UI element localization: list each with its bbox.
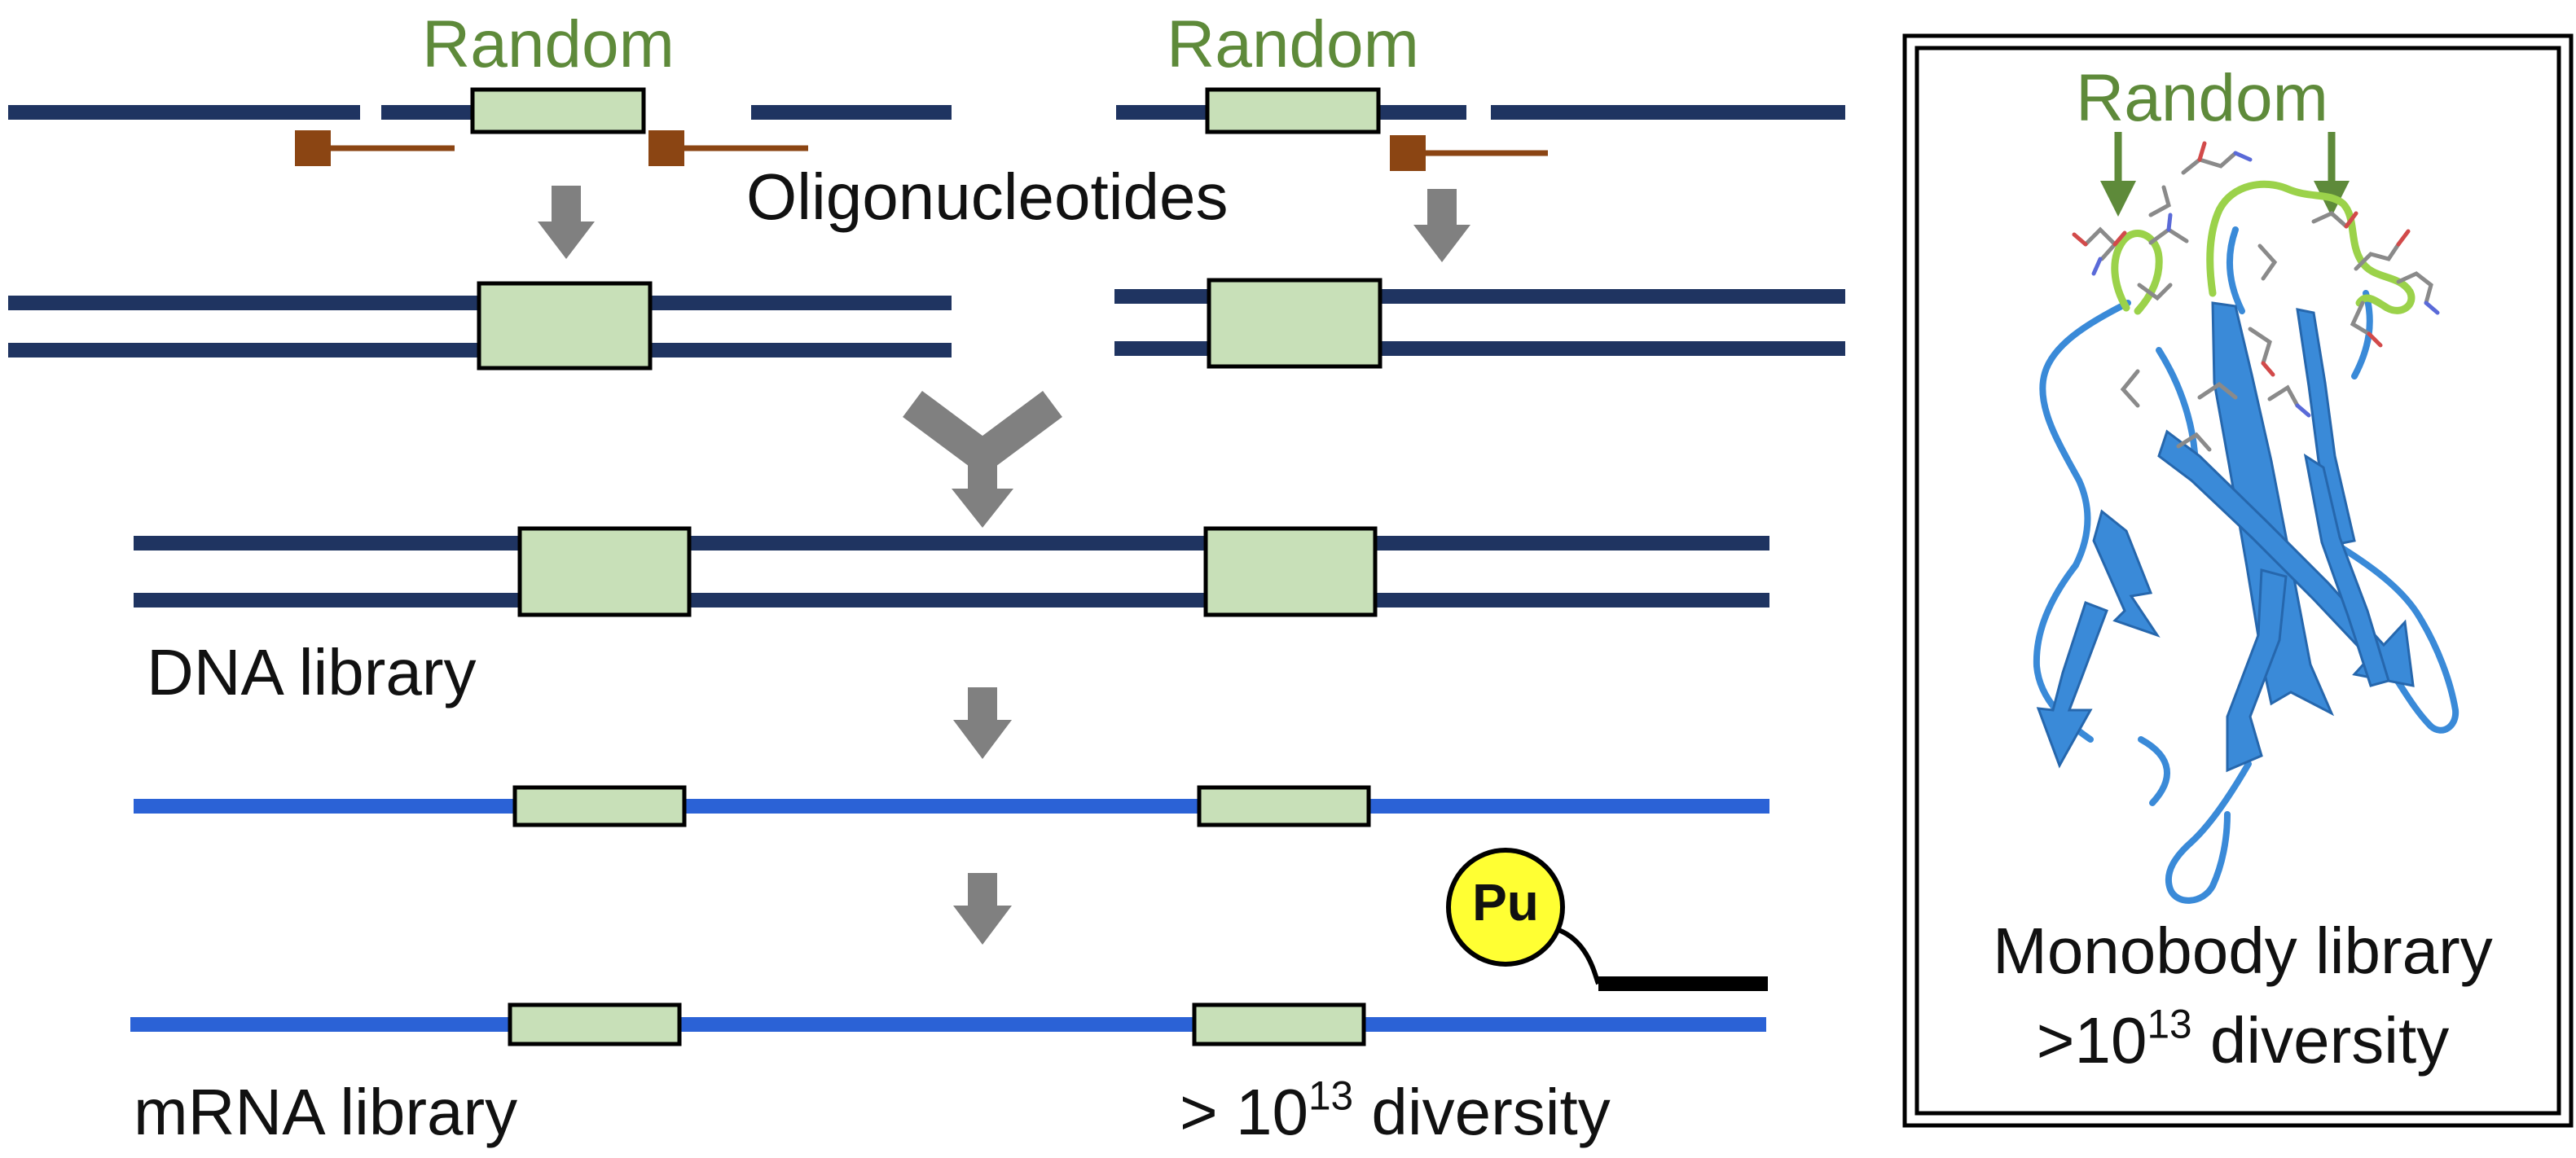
- left-double-strand: [8, 281, 952, 371]
- monobody-diversity-label: >1013 diversity: [1937, 1003, 2548, 1073]
- random-region-box: [1207, 278, 1383, 369]
- random-region-box: [1205, 87, 1381, 134]
- mrna-library-label: mRNA library: [134, 1076, 518, 1148]
- monobody-library-label: Monobody library: [1993, 915, 2493, 987]
- dna-library-label: DNA library: [147, 636, 477, 708]
- monobody-ribbon-structure: [2033, 141, 2460, 904]
- random-region-box: [470, 87, 646, 134]
- random-region-box: [1203, 526, 1378, 617]
- random-label-right: Random: [1167, 7, 1419, 81]
- down-arrow-icon: [953, 687, 1012, 759]
- puromycin-label: Pu: [1472, 873, 1539, 932]
- top-left-fragments: [8, 87, 952, 166]
- mrna-diversity-suffix: diversity: [1353, 1076, 1611, 1148]
- oligonucleotides-label: Oligonucleotides: [746, 160, 1229, 233]
- random-region-box: [508, 1002, 682, 1046]
- monobody-diversity-suffix: diversity: [2191, 1004, 2450, 1077]
- right-double-strand: [1114, 278, 1845, 369]
- random-label-panel: Random: [2076, 61, 2328, 135]
- puromycin-linker: [1547, 924, 1768, 991]
- random-region-box: [1197, 785, 1371, 827]
- dna-library-strands: [134, 526, 1769, 617]
- mrna-strand: [134, 785, 1769, 827]
- primer-block: [1390, 135, 1426, 171]
- random-region-box: [517, 526, 692, 617]
- random-region-box: [512, 785, 687, 827]
- top-right-fragments: [1116, 87, 1845, 171]
- random-region-box: [1192, 1002, 1366, 1046]
- down-arrow-icon: [1413, 189, 1470, 262]
- random-pointer-left: [2100, 132, 2136, 217]
- down-arrow-icon: [953, 873, 1012, 945]
- puromycin-circle-icon: [1446, 848, 1565, 967]
- monobody-panel-outer-border: [1902, 33, 2574, 1128]
- mrna-diversity-exponent: 13: [1308, 1072, 1354, 1119]
- random-label-left: Random: [422, 7, 675, 81]
- monobody-diversity-exponent: 13: [2147, 1001, 2192, 1047]
- monobody-panel-inner-border: [1914, 46, 2561, 1116]
- mrna-library-strand: [130, 1002, 1766, 1046]
- monobody-diversity-prefix: >10: [2036, 1004, 2147, 1077]
- down-arrow-icon: [538, 186, 595, 259]
- random-region-box: [477, 281, 653, 371]
- mrna-diversity-prefix: > 10: [1180, 1076, 1308, 1148]
- primer-block: [648, 130, 684, 166]
- mrna-diversity-label: > 1013 diversity: [1180, 1075, 1611, 1145]
- primer-block: [295, 130, 331, 166]
- y-merge-icon: [903, 390, 1062, 528]
